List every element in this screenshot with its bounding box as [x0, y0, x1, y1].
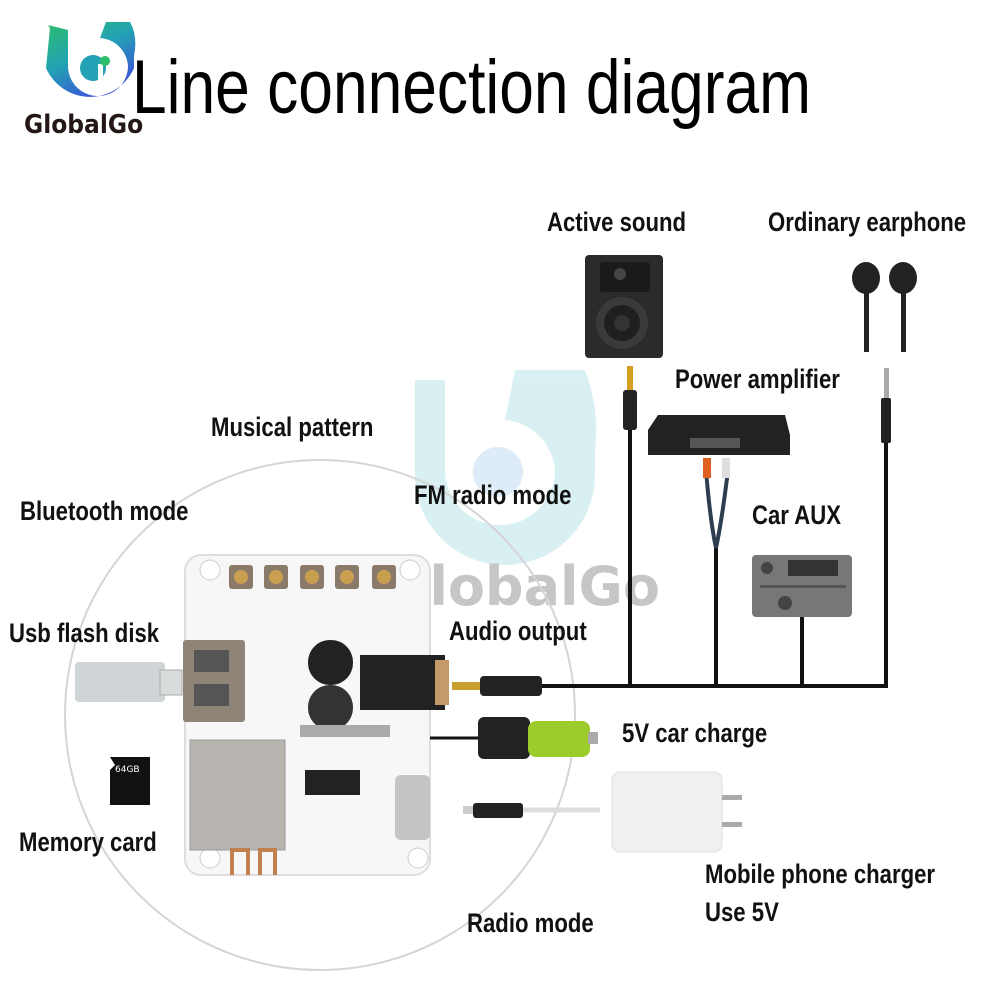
- label-power-amplifier: Power amplifier: [675, 364, 840, 394]
- label-car-charge: 5V car charge: [622, 718, 768, 748]
- earphone-jack-icon: [881, 368, 891, 443]
- globalgo-logo-icon: [46, 22, 136, 97]
- svg-text:64GB: 64GB: [115, 765, 140, 775]
- capacitor-bottom: [308, 685, 353, 730]
- chip: [305, 770, 360, 795]
- label-phone-charger: Mobile phone charger: [705, 859, 936, 889]
- label-bluetooth-mode: Bluetooth mode: [20, 496, 189, 526]
- audio-wiring: [540, 430, 888, 688]
- label-usb-flash-disk: Usb flash disk: [9, 618, 160, 648]
- memory-card-icon: 64GB: [110, 757, 150, 805]
- page-title: Line connection diagram: [132, 45, 812, 130]
- label-musical-pattern: Musical pattern: [211, 412, 374, 442]
- power-amplifier-icon: [648, 415, 790, 478]
- brand-name: GlobalGo: [24, 110, 144, 140]
- active-speaker-icon: [585, 255, 663, 358]
- board-buttons: [229, 565, 396, 589]
- bluetooth-board: [183, 554, 449, 876]
- rca-cable: [704, 469, 730, 549]
- watermark-logo-icon: [415, 370, 597, 565]
- label-memory-card: Memory card: [19, 827, 157, 857]
- car-radio-icon: [752, 555, 852, 617]
- audio-output-plug-icon: [452, 676, 542, 696]
- label-fm-radio-mode: FM radio mode: [414, 480, 572, 510]
- sd-card-slot: [189, 739, 286, 851]
- phone-charger-icon: [463, 771, 742, 853]
- label-use-5v: Use 5V: [705, 897, 779, 927]
- label-radio-mode: Radio mode: [467, 908, 594, 938]
- label-audio-output: Audio output: [449, 616, 587, 646]
- label-ordinary-earphone: Ordinary earphone: [768, 207, 967, 237]
- usb-c-port: [395, 775, 430, 840]
- car-charger-icon: [430, 717, 598, 759]
- audio-jack-port: [360, 655, 445, 710]
- bt-antenna: [230, 848, 277, 875]
- label-active-sound: Active sound: [547, 207, 687, 237]
- capacitor-top: [308, 640, 353, 685]
- usb-flash-disk-icon: [75, 662, 183, 702]
- board-circle-outline: [64, 459, 576, 971]
- label-car-aux: Car AUX: [752, 500, 841, 530]
- speaker-jack-icon: [623, 366, 637, 430]
- earphones-icon: [852, 262, 917, 352]
